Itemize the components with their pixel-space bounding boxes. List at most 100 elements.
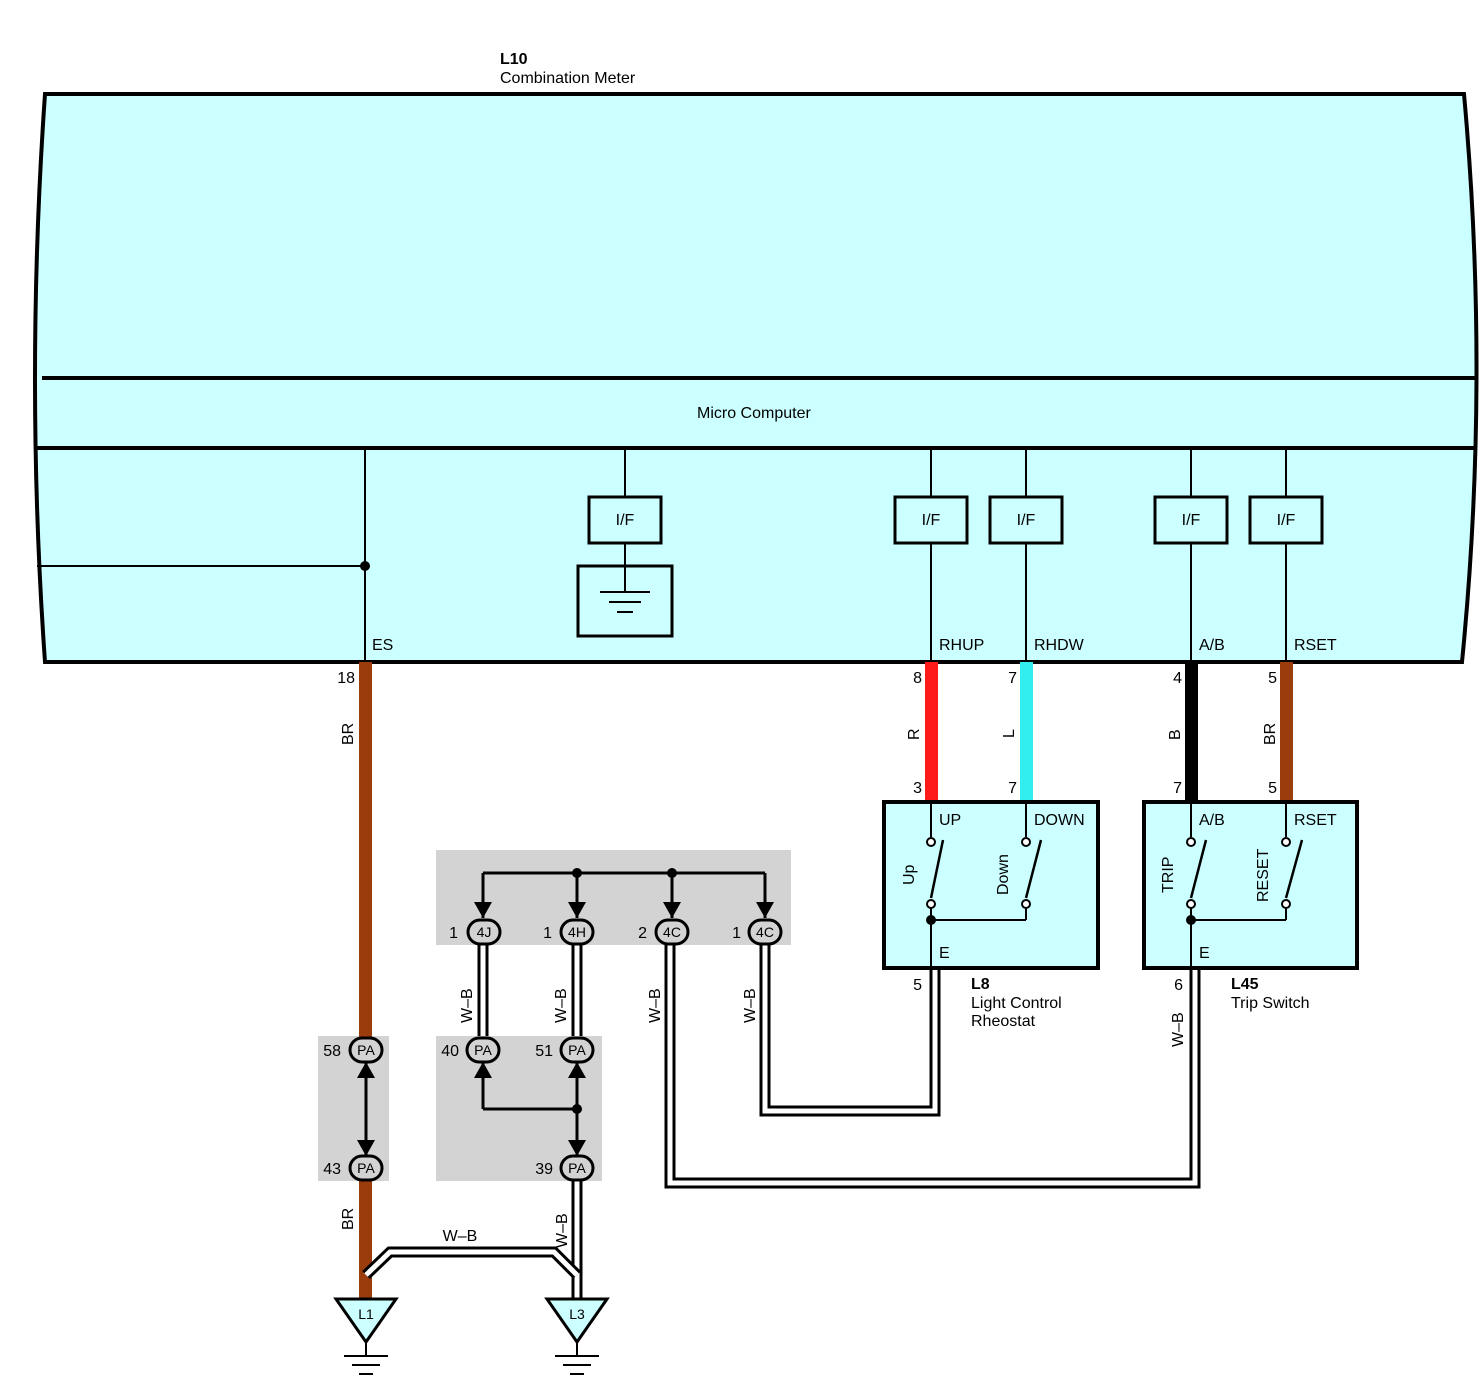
- wire-label-ground-link: W–B: [443, 1228, 478, 1245]
- terminal-rhdw: RHDW: [1034, 637, 1085, 654]
- wire-es-br-lower: [359, 1181, 372, 1301]
- wire-label-4j: W–B: [459, 988, 476, 1023]
- connector-4h: [559, 918, 595, 946]
- ground-l3-label: L3: [569, 1306, 585, 1322]
- pa-connector-51: [559, 1036, 595, 1064]
- ground-interface: [576, 448, 674, 638]
- pin-l45-rset: 5: [1268, 780, 1277, 797]
- wire-label-ab: B: [1167, 729, 1184, 740]
- trip-switch-l45: [1142, 800, 1359, 970]
- pin-l45-ab: 7: [1173, 780, 1182, 797]
- wire-label-l3: W–B: [554, 1213, 571, 1248]
- ab-interface: [1153, 448, 1229, 662]
- connector-4c-b: [747, 918, 783, 946]
- l45-name: Trip Switch: [1231, 995, 1310, 1012]
- meter-name: Combination Meter: [500, 70, 636, 87]
- l8-switch-up-label: Up: [901, 864, 918, 885]
- l45-switch-reset-label: RESET: [1255, 848, 1272, 902]
- wire-label-4h: W–B: [553, 988, 570, 1023]
- pa-39-label: PA: [568, 1160, 586, 1176]
- pa-connector-58: [348, 1036, 384, 1064]
- rset-interface: [1248, 448, 1324, 662]
- connector-4j: [466, 918, 502, 946]
- pin-pa43: 43: [323, 1161, 341, 1178]
- ground-l1: [333, 1297, 399, 1375]
- pin-l8-up: 3: [913, 780, 922, 797]
- l8-up-label: UP: [939, 812, 961, 829]
- terminal-es: ES: [372, 637, 393, 654]
- connector-4h-label: 4H: [568, 924, 586, 940]
- pin-l8-e: 5: [913, 977, 922, 994]
- ground-l1-label: L1: [358, 1306, 374, 1322]
- connector-4c-b-label: 4C: [756, 924, 774, 940]
- junction-bus: [474, 868, 774, 918]
- pa-43-label: PA: [357, 1160, 375, 1176]
- micro-computer-label: Micro Computer: [697, 405, 811, 422]
- connector-4c-a: [654, 918, 690, 946]
- pa-58-label: PA: [357, 1042, 375, 1058]
- pa-connector-40: [465, 1036, 501, 1064]
- l8-switch-down-label: Down: [995, 854, 1012, 895]
- pin-rhdw: 7: [1008, 670, 1017, 687]
- l45-ab-label: A/B: [1199, 812, 1225, 829]
- if-label-rhup: I/F: [922, 512, 941, 529]
- wire-label-rhdw: L: [1001, 729, 1018, 738]
- pin-ab: 4: [1173, 670, 1182, 687]
- wire-rhdw-l: [1020, 662, 1033, 802]
- l45-code: L45: [1231, 976, 1259, 993]
- wire-label-rset: BR: [1262, 723, 1279, 745]
- l8-name-2: Rheostat: [971, 1013, 1036, 1030]
- pa-40-label: PA: [474, 1042, 492, 1058]
- if-label-rhdw: I/F: [1017, 512, 1036, 529]
- pin-pa39: 39: [535, 1161, 553, 1178]
- rhdw-interface: [988, 448, 1064, 662]
- wire-es-br: [359, 662, 372, 1037]
- rheostat-l8: [882, 800, 1100, 970]
- es-internal-line: [37, 448, 370, 662]
- if-label-ab: I/F: [1182, 512, 1201, 529]
- l8-name-1: Light Control: [971, 995, 1062, 1012]
- l45-rset-label: RSET: [1294, 812, 1337, 829]
- pin-l8-down: 7: [1008, 780, 1017, 797]
- pa-51-label: PA: [568, 1042, 586, 1058]
- l45-switch-trip-label: TRIP: [1160, 857, 1177, 893]
- connector-4c-a-label: 4C: [663, 924, 681, 940]
- pin-rhup: 8: [913, 670, 922, 687]
- l45-e-label: E: [1199, 945, 1210, 962]
- terminal-rhup: RHUP: [939, 637, 984, 654]
- ground-l3: [544, 1297, 610, 1375]
- pin-pa40: 40: [441, 1043, 459, 1060]
- combination-meter: [33, 92, 1479, 664]
- l8-e-label: E: [939, 945, 950, 962]
- pa-connector-39: [559, 1154, 595, 1182]
- wire-ab-b: [1185, 662, 1198, 802]
- pin-pa58: 58: [323, 1043, 341, 1060]
- pin-es: 18: [337, 670, 355, 687]
- pin-4c-a: 2: [638, 925, 647, 942]
- wire-rhup-r: [925, 662, 938, 802]
- wire-label-es-lower: BR: [340, 1208, 357, 1230]
- wb-wires: [362, 945, 1201, 1300]
- pin-pa51: 51: [535, 1043, 553, 1060]
- meter-code: L10: [500, 51, 528, 68]
- pa-link-left: [357, 1062, 375, 1156]
- l8-down-label: DOWN: [1034, 812, 1085, 829]
- pin-4h: 1: [543, 925, 552, 942]
- pa-link-right: [474, 1062, 586, 1156]
- connector-4j-label: 4J: [477, 924, 492, 940]
- l8-code: L8: [971, 976, 990, 993]
- if-label-ground: I/F: [616, 512, 635, 529]
- if-label-rset: I/F: [1277, 512, 1296, 529]
- wire-label-4c-a: W–B: [647, 988, 664, 1023]
- terminal-rset: RSET: [1294, 637, 1337, 654]
- pin-l45-e: 6: [1174, 977, 1183, 994]
- wire-label-rhup: R: [906, 728, 923, 740]
- wire-label-es: BR: [340, 723, 357, 745]
- wire-label-l45: W–B: [1170, 1012, 1187, 1047]
- pin-rset: 5: [1268, 670, 1277, 687]
- pa-connector-43: [348, 1154, 384, 1182]
- wire-label-4c-b: W–B: [742, 988, 759, 1023]
- pin-4c-b: 1: [732, 925, 741, 942]
- rhup-interface: [893, 448, 969, 662]
